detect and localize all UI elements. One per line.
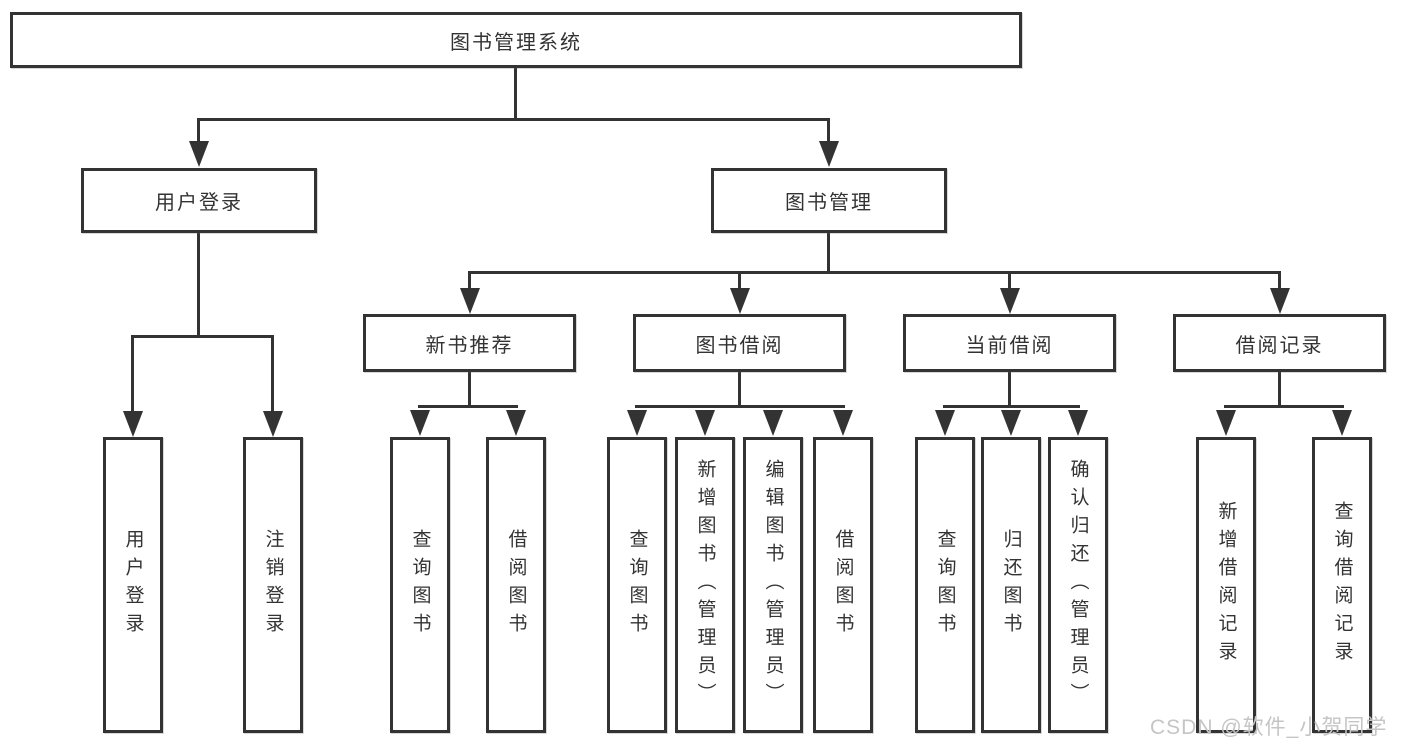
leaf-logout-label: 注销登录 <box>262 529 284 641</box>
connector-root-stem <box>514 68 517 120</box>
connector-drop-a1 <box>131 337 134 413</box>
arrowhead-l3d <box>1270 288 1290 314</box>
leaf-add-borrow-record: 新增借阅记录 <box>1196 437 1256 733</box>
node-book-management: 图书管理 <box>711 168 947 233</box>
node-root: 图书管理系统 <box>10 12 1022 68</box>
csdn-watermark: CSDN @软件_小贺同学 <box>1150 716 1388 739</box>
connector-current-bar <box>943 405 1080 408</box>
connector-drop-a2 <box>271 337 274 413</box>
leaf-newbook-borrow-label: 借阅图书 <box>505 529 527 641</box>
arrowhead-l3b <box>730 288 750 314</box>
connector-borrow-bar <box>635 405 845 408</box>
arrowhead-a2 <box>263 411 283 437</box>
arrowhead-d2 <box>1001 410 1021 436</box>
arrowhead-b2 <box>506 410 526 436</box>
arrowhead-d3 <box>1068 410 1088 436</box>
arrowhead-e2 <box>1332 410 1352 436</box>
connector-drop-user-login <box>197 120 200 144</box>
node-user-login-label: 用户登录 <box>155 192 243 214</box>
leaf-add-borrow-record-label: 新增借阅记录 <box>1215 501 1237 669</box>
connector-drop-l3a <box>468 273 471 290</box>
leaf-borrow-edit-book: 编辑图书（管理员） <box>743 437 803 733</box>
leaf-logout: 注销登录 <box>243 437 303 733</box>
connector-record-stem <box>1278 372 1281 407</box>
leaf-user-login-label: 用户登录 <box>122 529 144 641</box>
leaf-newbook-query: 查询图书 <box>390 437 450 733</box>
arrowhead-a1 <box>123 411 143 437</box>
connector-userlogin-bar <box>131 335 274 338</box>
leaf-newbook-borrow: 借阅图书 <box>486 437 546 733</box>
leaf-borrow-query-label: 查询图书 <box>626 529 648 641</box>
leaf-return-book-label: 归还图书 <box>1000 529 1022 641</box>
node-book-management-label: 图书管理 <box>785 192 873 214</box>
node-borrow-record: 借阅记录 <box>1173 314 1386 372</box>
node-root-label: 图书管理系统 <box>450 31 582 54</box>
node-new-book-recommend: 新书推荐 <box>363 314 576 372</box>
connector-record-bar <box>1224 405 1344 408</box>
leaf-confirm-return: 确认归还（管理员） <box>1048 437 1108 733</box>
connector-newbook-bar <box>418 405 518 408</box>
leaf-user-login: 用户登录 <box>103 437 163 733</box>
arrowhead-l3a <box>460 288 480 314</box>
leaf-current-query-label: 查询图书 <box>934 529 956 641</box>
connector-level1-bar <box>197 118 830 121</box>
arrowhead-c2 <box>695 410 715 436</box>
arrowhead-d1 <box>935 410 955 436</box>
connector-userlogin-stem <box>197 233 200 337</box>
connector-drop-l3c <box>1008 273 1011 290</box>
node-borrow-record-label: 借阅记录 <box>1235 334 1324 357</box>
arrowhead-c4 <box>833 410 853 436</box>
leaf-borrow-book-label: 借阅图书 <box>832 529 854 641</box>
connector-drop-book-mgmt <box>827 120 830 144</box>
leaf-borrow-book: 借阅图书 <box>813 437 873 733</box>
leaf-borrow-add-book-label: 新增图书（管理员） <box>694 459 716 711</box>
leaf-confirm-return-label: 确认归还（管理员） <box>1067 459 1089 711</box>
node-current-borrow: 当前借阅 <box>903 314 1116 372</box>
arrowhead-c3 <box>763 410 783 436</box>
leaf-borrow-edit-book-label: 编辑图书（管理员） <box>762 459 784 711</box>
arrowhead-c1 <box>627 410 647 436</box>
arrowhead-b1 <box>410 410 430 436</box>
arrowhead-l3c <box>1000 288 1020 314</box>
connector-drop-l3d <box>1278 273 1281 290</box>
node-book-borrow: 图书借阅 <box>633 314 846 372</box>
leaf-borrow-add-book: 新增图书（管理员） <box>675 437 735 733</box>
leaf-current-query: 查询图书 <box>915 437 975 733</box>
arrowhead-e1 <box>1216 410 1236 436</box>
node-current-borrow-label: 当前借阅 <box>965 334 1054 357</box>
connector-bookmgmt-stem <box>827 233 830 273</box>
connector-current-stem <box>1008 372 1011 407</box>
connector-level2-bar <box>468 271 1281 274</box>
node-user-login: 用户登录 <box>81 168 317 233</box>
connector-drop-l3b <box>738 273 741 290</box>
arrowhead-user-login <box>189 141 209 167</box>
leaf-newbook-query-label: 查询图书 <box>409 529 431 641</box>
arrowhead-book-mgmt <box>819 141 839 167</box>
connector-borrow-stem <box>738 372 741 407</box>
leaf-query-borrow-record-label: 查询借阅记录 <box>1331 501 1353 669</box>
leaf-query-borrow-record: 查询借阅记录 <box>1312 437 1372 733</box>
leaf-borrow-query: 查询图书 <box>607 437 667 733</box>
connector-newbook-stem <box>468 372 471 407</box>
node-book-borrow-label: 图书借阅 <box>695 334 784 357</box>
leaf-return-book: 归还图书 <box>981 437 1041 733</box>
node-new-book-recommend-label: 新书推荐 <box>425 334 514 357</box>
